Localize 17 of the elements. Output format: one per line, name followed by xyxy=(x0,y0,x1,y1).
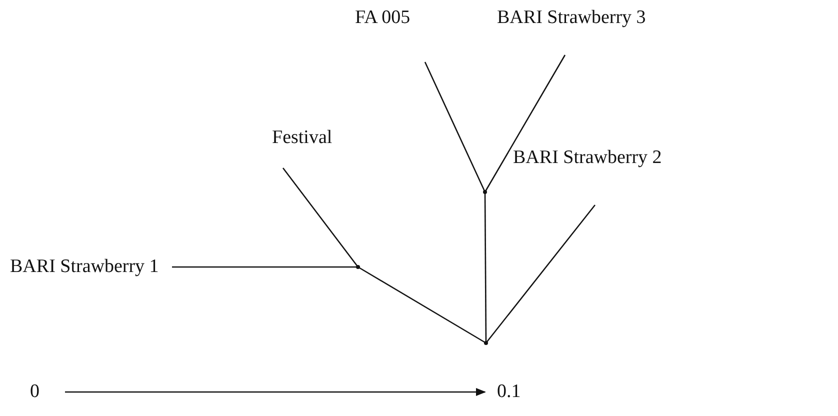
taxon-label: BARI Strawberry 3 xyxy=(497,7,646,29)
branch-point xyxy=(484,341,488,345)
taxon-label: BARI Strawberry 1 xyxy=(10,256,159,278)
scale-label: 0.1 xyxy=(497,381,521,403)
tree-branch xyxy=(282,168,359,268)
branch-point xyxy=(483,190,487,194)
tree-branch xyxy=(358,266,486,344)
taxon-label: FA 005 xyxy=(355,7,410,29)
tree-branch xyxy=(485,204,596,344)
tree-branch xyxy=(484,192,487,343)
tree-branch xyxy=(484,54,566,192)
taxon-label: Festival xyxy=(272,127,332,149)
tree-branch xyxy=(172,266,358,268)
scale-label: 0 xyxy=(30,381,40,403)
tree-branch xyxy=(424,62,486,192)
branch-point xyxy=(356,265,360,269)
taxon-label: BARI Strawberry 2 xyxy=(513,147,662,169)
